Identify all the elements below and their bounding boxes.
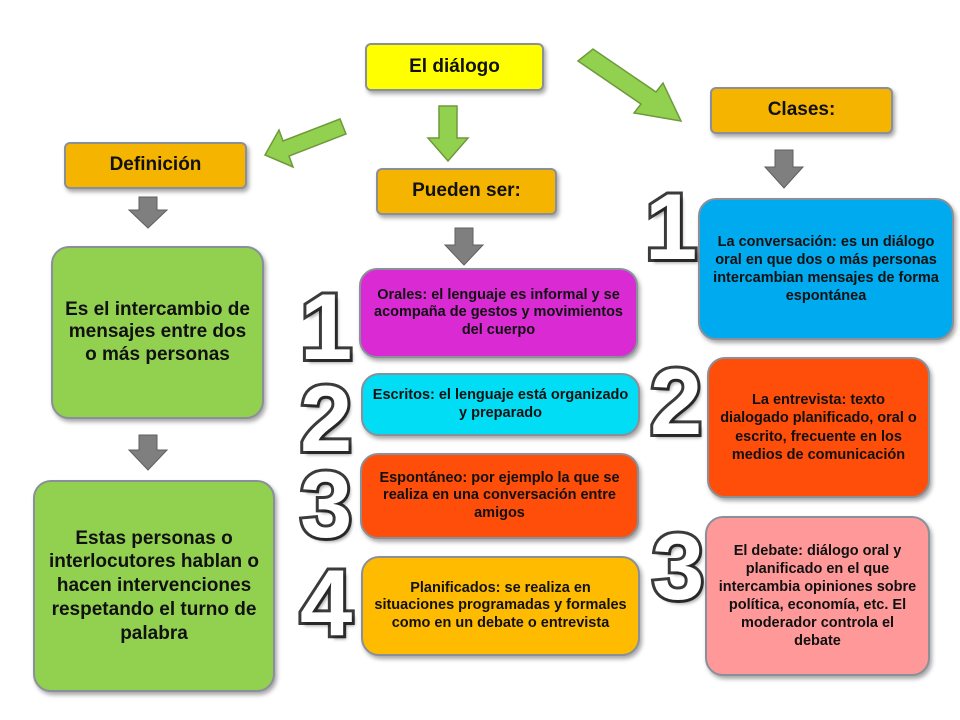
- clases-label: Clases:: [767, 99, 836, 121]
- type-planned-text: Planificados: se realiza en situaciones …: [374, 580, 627, 631]
- pueden-ser-label: Pueden ser:: [412, 180, 521, 202]
- type-spontaneous-text: Espontáneo: por ejemplo la que se realiz…: [379, 470, 620, 521]
- type-oral-box: Orales: el lenguaje es informal y se aco…: [359, 268, 638, 358]
- type-number-1: 1: [297, 274, 355, 379]
- class-number-1: 1: [642, 174, 700, 279]
- gray-arrow-clases: [763, 149, 805, 189]
- class-number-2: 2: [647, 349, 705, 454]
- type-number-4: 4: [297, 550, 355, 655]
- definition-detail-text: Estas personas o interlocutores hablan o…: [48, 527, 260, 644]
- green-arrow-left: [263, 118, 347, 169]
- type-written-box: Escritos: el lenguaje está organizado y …: [361, 373, 640, 436]
- class-conversation-text: La conversación: es un diálogo oral en q…: [713, 233, 939, 305]
- definition-text: Es el intercambio de mensajes entre dos …: [65, 298, 250, 365]
- type-planned-box: Planificados: se realiza en situaciones …: [361, 556, 640, 656]
- green-arrow-right: [576, 48, 683, 122]
- title-text: El diálogo: [409, 55, 500, 77]
- type-number-3: 3: [297, 452, 355, 557]
- title-box: El diálogo: [365, 43, 544, 91]
- gray-arrow-definition-detail: [127, 434, 169, 471]
- type-spontaneous-box: Espontáneo: por ejemplo la que se realiz…: [360, 453, 639, 539]
- type-oral-text: Orales: el lenguaje es informal y se aco…: [374, 287, 623, 338]
- clases-header: Clases:: [710, 87, 893, 134]
- class-conversation-box: La conversación: es un diálogo oral en q…: [698, 198, 954, 340]
- type-written-text: Escritos: el lenguaje está organizado y …: [372, 387, 629, 421]
- class-debate-text: El debate: diálogo oral y planificado en…: [718, 542, 917, 650]
- gray-arrow-definicion: [127, 196, 169, 229]
- definition-box: Es el intercambio de mensajes entre dos …: [51, 246, 264, 419]
- type-number-2: 2: [297, 366, 355, 471]
- class-interview-box: La entrevista: texto dialogado planifica…: [707, 357, 930, 498]
- class-number-3: 3: [649, 514, 707, 619]
- class-debate-box: El debate: diálogo oral y planificado en…: [705, 516, 930, 676]
- definition-detail-box: Estas personas o interlocutores hablan o…: [33, 480, 275, 692]
- definicion-label: Definición: [109, 154, 202, 176]
- green-arrow-down: [426, 105, 470, 163]
- pueden-ser-header: Pueden ser:: [376, 168, 557, 215]
- definicion-header: Definición: [64, 142, 247, 189]
- gray-arrow-pueden-ser: [443, 227, 485, 266]
- class-interview-text: La entrevista: texto dialogado planifica…: [720, 392, 917, 463]
